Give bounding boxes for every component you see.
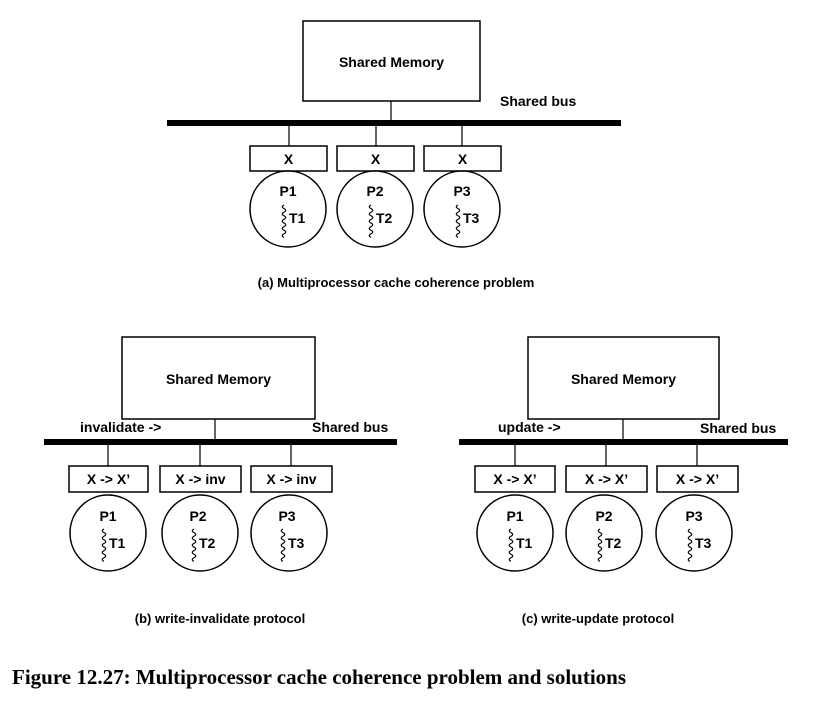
figure-caption: Figure 12.27: Multiprocessor cache coher… <box>12 665 626 689</box>
processor-circle-1 <box>476 494 554 572</box>
cache-label-3: X <box>458 151 468 167</box>
cache-label-2: X <box>371 151 381 167</box>
cache-box-3 <box>250 465 333 493</box>
shared-bus <box>44 439 397 445</box>
cache-box-1 <box>474 465 556 493</box>
processor-label-1: P1 <box>99 508 116 524</box>
processor-label-3: P3 <box>278 508 295 524</box>
shared-memory-box <box>121 336 316 420</box>
thread-squiggle-icon <box>455 204 461 238</box>
thread-squiggle-icon <box>687 528 693 562</box>
processor-label-2: P2 <box>189 508 206 524</box>
thread-label-2: T2 <box>199 535 216 551</box>
shared-memory-label: Shared Memory <box>571 371 676 387</box>
thread-label-2: T2 <box>376 210 393 226</box>
shared-bus-label: Shared bus <box>700 420 776 436</box>
cache-box-1 <box>68 465 149 493</box>
thread-label-1: T1 <box>516 535 533 551</box>
processor-circle-1 <box>69 494 147 572</box>
cache-box-2 <box>565 465 648 493</box>
panel-caption: (c) write-update protocol <box>522 611 674 626</box>
panel-c: Shared Memory update -> Shared bus X -> … <box>459 336 788 626</box>
thread-squiggle-icon <box>368 204 374 238</box>
thread-label-1: T1 <box>289 210 306 226</box>
thread-label-2: T2 <box>605 535 622 551</box>
thread-squiggle-icon <box>508 528 514 562</box>
cache-box-2 <box>336 145 415 172</box>
processor-circle-2 <box>336 170 414 248</box>
processor-label-3: P3 <box>453 183 470 199</box>
thread-label-1: T1 <box>109 535 126 551</box>
processor-circle-3 <box>250 494 328 572</box>
panel-caption: (b) write-invalidate protocol <box>135 611 305 626</box>
shared-bus-label: Shared bus <box>500 93 576 109</box>
shared-memory-label: Shared Memory <box>166 371 271 387</box>
panel-a: Shared Memory Shared bus X X X P1 T1 P2 … <box>167 20 621 290</box>
thread-label-3: T3 <box>288 535 305 551</box>
processor-circle-1 <box>249 170 327 248</box>
processor-circle-3 <box>655 494 733 572</box>
processor-label-2: P2 <box>595 508 612 524</box>
thread-squiggle-icon <box>597 528 603 562</box>
cache-label-1: X -> X’ <box>87 471 130 487</box>
shared-memory-box <box>302 20 481 102</box>
thread-squiggle-icon <box>191 528 197 562</box>
processor-circle-2 <box>565 494 643 572</box>
cache-box-2 <box>159 465 242 493</box>
cache-label-1: X -> X’ <box>493 471 536 487</box>
shared-bus-label: Shared bus <box>312 419 388 435</box>
panel-b: Shared Memory invalidate -> Shared bus X… <box>44 336 397 626</box>
thread-squiggle-icon <box>101 528 107 562</box>
thread-label-3: T3 <box>695 535 712 551</box>
processor-label-1: P1 <box>279 183 296 199</box>
processor-label-3: P3 <box>685 508 702 524</box>
cache-label-2: X -> X’ <box>585 471 628 487</box>
cache-label-2: X -> inv <box>175 471 225 487</box>
processor-label-2: P2 <box>366 183 383 199</box>
shared-memory-box <box>527 336 720 420</box>
cache-label-3: X -> X’ <box>676 471 719 487</box>
thread-squiggle-icon <box>281 204 287 238</box>
bus-note-label: invalidate -> <box>80 419 161 435</box>
shared-memory-label: Shared Memory <box>339 54 444 70</box>
cache-label-3: X -> inv <box>266 471 316 487</box>
bus-note-label: update -> <box>498 419 561 435</box>
processor-circle-3 <box>423 170 501 248</box>
processor-circle-2 <box>161 494 239 572</box>
shared-bus <box>167 120 621 126</box>
processor-label-1: P1 <box>506 508 523 524</box>
cache-box-3 <box>656 465 739 493</box>
thread-label-3: T3 <box>463 210 480 226</box>
cache-label-1: X <box>284 151 294 167</box>
shared-bus <box>459 439 788 445</box>
panel-caption: (a) Multiprocessor cache coherence probl… <box>258 275 535 290</box>
thread-squiggle-icon <box>280 528 286 562</box>
